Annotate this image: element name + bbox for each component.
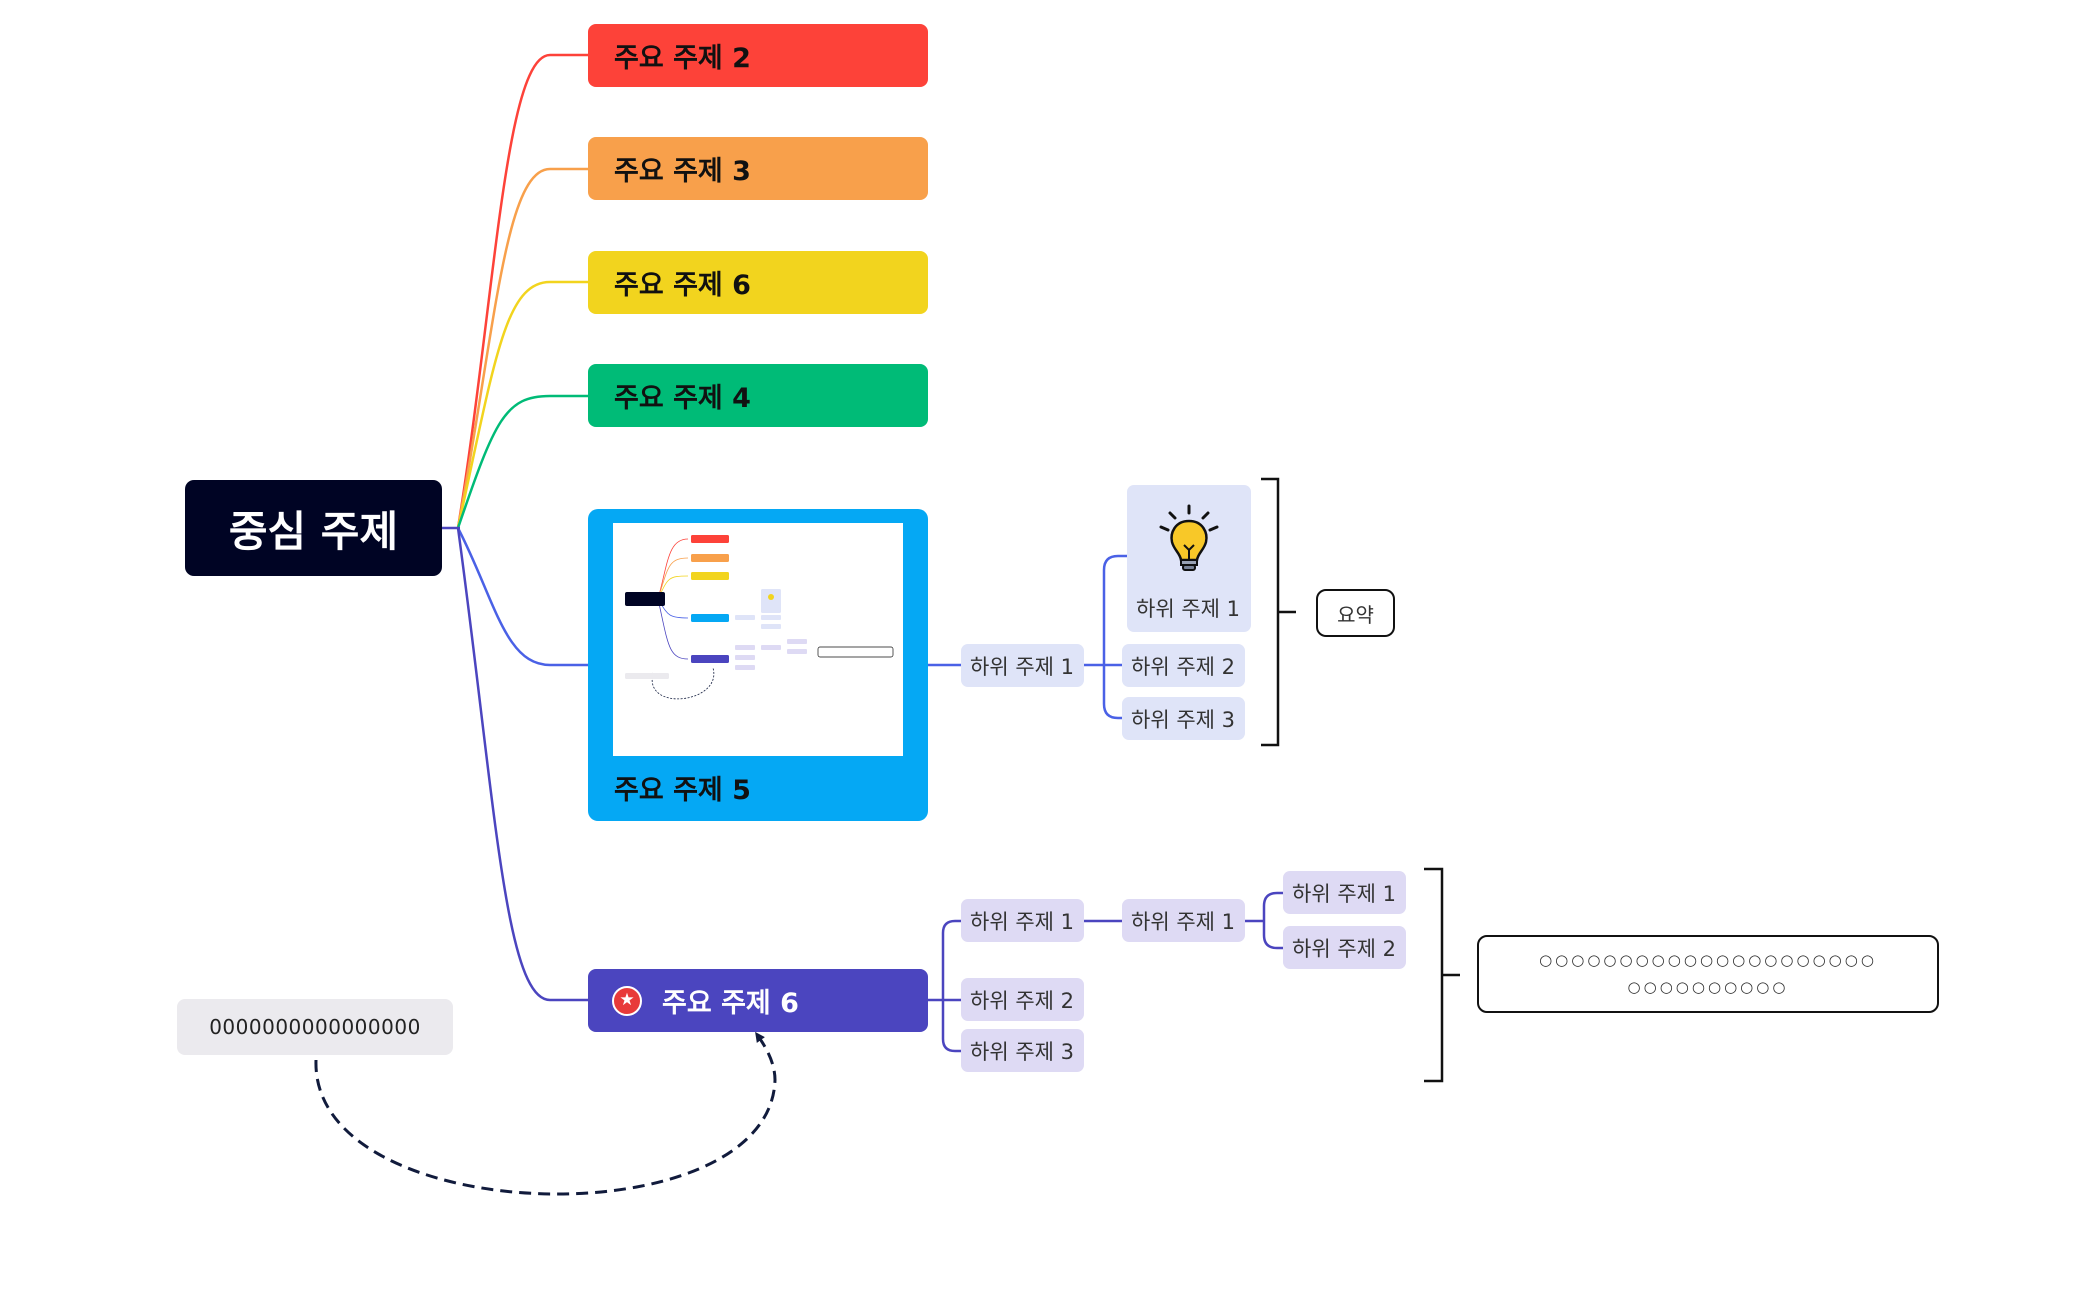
red-star-icon: ★ bbox=[612, 985, 642, 1016]
topic6-subtopic-2[interactable]: 하위 주제 2 bbox=[961, 978, 1084, 1021]
floating-topic[interactable]: 0000000000000000 bbox=[177, 999, 453, 1055]
branch-line-topic5 bbox=[456, 527, 588, 667]
floating-topic-label: 0000000000000000 bbox=[209, 1015, 421, 1039]
topic6-subtopic-3[interactable]: 하위 주제 3 bbox=[961, 1029, 1084, 1072]
topic5-idea-subtopic[interactable]: 하위 주제 1 bbox=[1127, 485, 1251, 632]
topic6-subtopic-1-label: 하위 주제 1 bbox=[970, 909, 1074, 934]
topic5-subtopic-1[interactable]: 하위 주제 1 bbox=[961, 644, 1084, 687]
central-topic-label: 중심 주제 bbox=[228, 506, 399, 556]
branch-line-topic3 bbox=[456, 167, 588, 529]
topic6-summary[interactable]: ○○○○○○○○○○○○○○○○○○○○○ ○○○○○○○○○○ bbox=[1477, 935, 1939, 1013]
central-topic[interactable]: 중심 주제 bbox=[185, 480, 442, 576]
main-topic-5-label: 주요 주제 5 bbox=[614, 775, 751, 806]
line-child-grand2 bbox=[1262, 921, 1283, 950]
topic6-grandchild-1[interactable]: 하위 주제 1 bbox=[1283, 871, 1406, 914]
relationship-line bbox=[314, 1031, 777, 1196]
topic6-grandchild-2-label: 하위 주제 2 bbox=[1292, 936, 1396, 961]
topic5-summary[interactable]: 요약 bbox=[1316, 589, 1395, 637]
line-fork-idea bbox=[1102, 554, 1127, 665]
topic6-grandchild-2[interactable]: 하위 주제 2 bbox=[1283, 926, 1406, 969]
main-topic-6-purple[interactable]: ★ 주요 주제 6 bbox=[588, 969, 928, 1032]
topic5-subtopic-2[interactable]: 하위 주제 2 bbox=[1122, 644, 1245, 687]
topic6-subtopic-1-child-label: 하위 주제 1 bbox=[1131, 909, 1235, 934]
topic5-idea-subtopic-label: 하위 주제 1 bbox=[1136, 597, 1240, 621]
line-fork-sub3 bbox=[1102, 665, 1127, 720]
topic5-subtopic-3[interactable]: 하위 주제 3 bbox=[1122, 697, 1245, 740]
branch-line-topic6a bbox=[456, 280, 588, 529]
topic6-subtopic-1-child[interactable]: 하위 주제 1 bbox=[1122, 899, 1245, 942]
line-t6-sub-c bbox=[941, 1000, 961, 1053]
branch-line-topic6b bbox=[456, 527, 588, 1002]
main-topic-4[interactable]: 주요 주제 4 bbox=[588, 364, 928, 427]
main-topic-6-yellow-label: 주요 주제 6 bbox=[614, 270, 751, 301]
main-topic-6-yellow[interactable]: 주요 주제 6 bbox=[588, 251, 928, 314]
topic6-subtopic-1[interactable]: 하위 주제 1 bbox=[961, 899, 1084, 942]
topic6-summary-line-1: ○○○○○○○○○○○○○○○○○○○○○ bbox=[1539, 951, 1877, 969]
summary-bracket-2 bbox=[1424, 867, 1444, 1083]
topic5-subtopic-2-label: 하위 주제 2 bbox=[1131, 654, 1235, 679]
topic6-summary-line-2: ○○○○○○○○○○ bbox=[1627, 978, 1789, 996]
topic6-grandchild-1-label: 하위 주제 1 bbox=[1292, 881, 1396, 906]
main-topic-2-label: 주요 주제 2 bbox=[614, 43, 751, 74]
line-t6-sub-a bbox=[941, 919, 961, 1000]
summary-bracket-1 bbox=[1261, 477, 1280, 747]
topic6-subtopic-3-label: 하위 주제 3 bbox=[970, 1039, 1074, 1064]
topic6-subtopic-2-label: 하위 주제 2 bbox=[970, 988, 1074, 1013]
main-topic-6-purple-label: 주요 주제 6 bbox=[662, 988, 799, 1019]
lightbulb-icon bbox=[1156, 503, 1222, 579]
topic5-subtopic-3-label: 하위 주제 3 bbox=[1131, 707, 1235, 732]
main-topic-5[interactable]: 주요 주제 5 bbox=[588, 509, 928, 821]
main-topic-3[interactable]: 주요 주제 3 bbox=[588, 137, 928, 200]
main-topic-2[interactable]: 주요 주제 2 bbox=[588, 24, 928, 87]
branch-line-topic2 bbox=[456, 53, 588, 529]
main-topic-4-label: 주요 주제 4 bbox=[614, 383, 751, 414]
topic5-subtopic-1-label: 하위 주제 1 bbox=[970, 654, 1074, 679]
branch-line-topic4 bbox=[456, 394, 588, 529]
topic5-summary-label: 요약 bbox=[1337, 602, 1374, 627]
main-topic-3-label: 주요 주제 3 bbox=[614, 156, 751, 187]
mind-map-thumbnail-image bbox=[613, 523, 903, 756]
line-child-grand1 bbox=[1262, 891, 1283, 921]
